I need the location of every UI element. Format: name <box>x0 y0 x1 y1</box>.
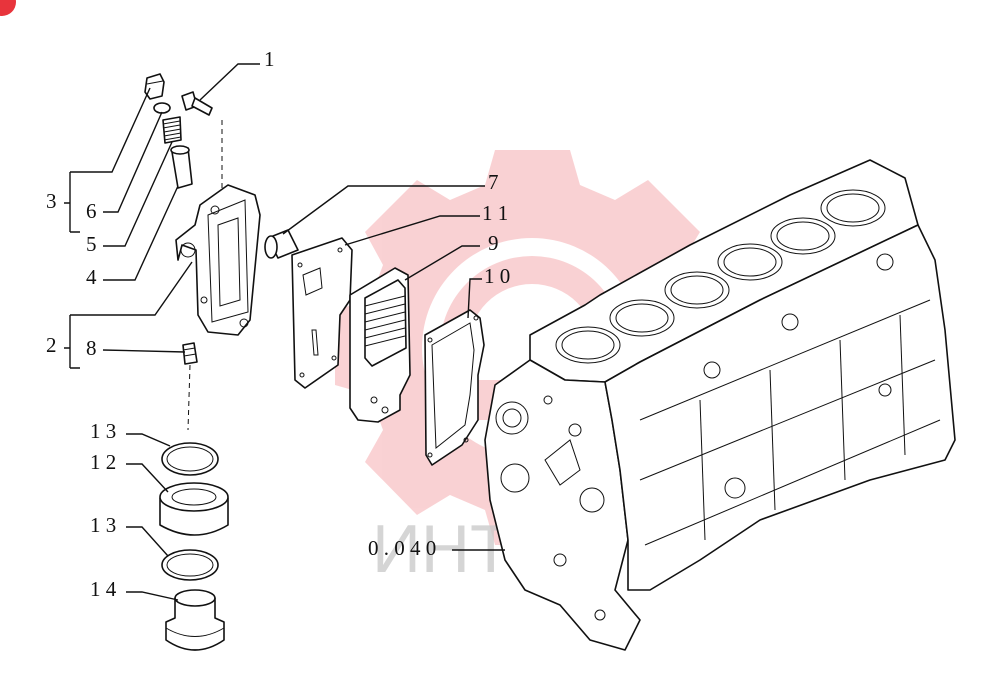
callout-13-bottom: 1 3 <box>90 513 116 537</box>
fitting-part <box>182 342 198 365</box>
callout-10: 1 0 <box>484 264 510 288</box>
callout-12: 1 2 <box>90 450 116 474</box>
callout-1: 1 <box>264 47 275 71</box>
bolt-part <box>181 91 213 116</box>
sleeve-part <box>159 482 229 536</box>
engine-block <box>484 159 956 651</box>
threaded-nipple-part <box>165 589 225 651</box>
callout-11: 1 1 <box>482 201 508 225</box>
oil-cooler-part <box>349 267 411 423</box>
center-line-lower <box>187 364 191 431</box>
valve-part <box>170 145 193 189</box>
callout-7: 7 <box>488 170 499 194</box>
leader-lines <box>64 63 505 601</box>
callout-5: 5 <box>86 232 97 256</box>
reference-callout: 0 . 0 4 0 <box>368 536 436 560</box>
spring-part <box>162 116 182 144</box>
o-ring-small <box>153 102 171 114</box>
callout-3: 3 <box>46 189 57 213</box>
filter-support-housing <box>175 184 261 336</box>
callout-13-top: 1 3 <box>90 419 116 443</box>
gasket-part-10 <box>424 309 485 466</box>
callout-6: 6 <box>86 199 97 223</box>
o-ring-large-top <box>161 442 219 476</box>
callout-14: 1 4 <box>90 577 117 601</box>
callout-8: 8 <box>86 336 97 360</box>
gasket-part-11 <box>291 237 353 389</box>
callout-2: 2 <box>46 333 57 357</box>
plug-part <box>144 73 165 100</box>
o-ring-large-bottom <box>161 549 219 581</box>
pipe-sleeve-part <box>264 229 299 259</box>
callout-4: 4 <box>86 265 97 289</box>
corner-badge <box>0 0 16 16</box>
callout-9: 9 <box>488 231 499 255</box>
